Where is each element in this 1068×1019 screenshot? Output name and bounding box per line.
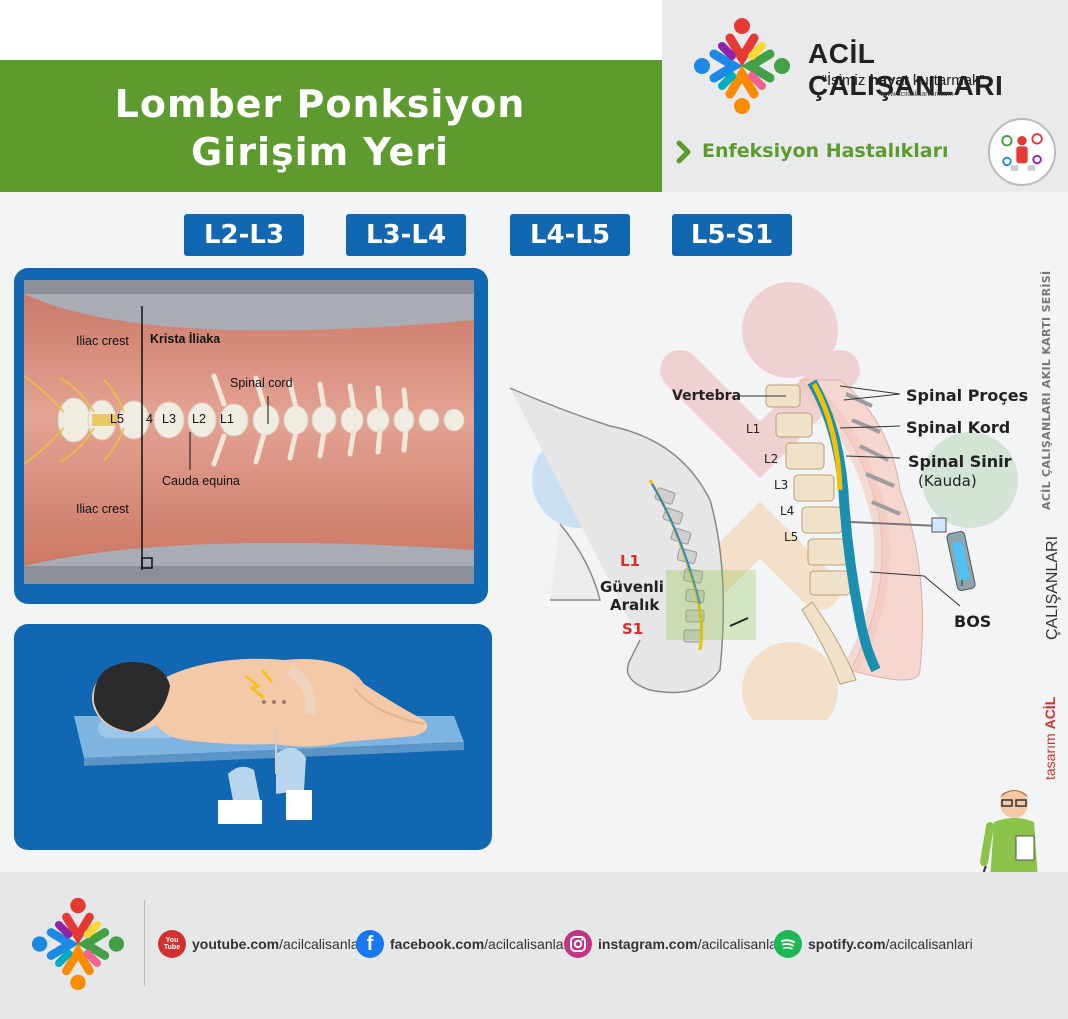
- infection-category-icon: [988, 118, 1056, 186]
- instagram-link[interactable]: instagram.com/acilcalisanlari: [564, 929, 785, 959]
- design-brand-bold: ACİL: [1042, 696, 1058, 730]
- diagram-label-kauda: (Kauda): [918, 472, 977, 490]
- photo-label-l4: 4: [146, 412, 153, 426]
- series-vertical-label: ACİL ÇALIŞANLARI AKIL KARTI SERİSİ: [1040, 270, 1053, 510]
- back-anatomy-illustration: [24, 280, 474, 584]
- design-brand-rest: ÇALIŞANLARI: [1044, 535, 1061, 640]
- youtube-link[interactable]: You Tube youtube.com/acilcalisanlari: [158, 929, 366, 959]
- diagram-label-l1: L1: [746, 422, 761, 436]
- footer-divider: [144, 900, 145, 986]
- brand-logo-icon: [694, 18, 790, 114]
- level-tag-l5-s1: L5-S1: [672, 214, 792, 256]
- level-tag-l4-l5: L4-L5: [510, 214, 630, 256]
- instagram-link-text: instagram.com/acilcalisanlari: [598, 936, 785, 952]
- spine-diagram: L1 Güvenli Aralık S1 Vertebra L1 L2 L3 L…: [500, 270, 1030, 738]
- diagram-label-s1-red: S1: [622, 620, 644, 638]
- brand-name: ACİL ÇALIŞANLARI: [808, 38, 1004, 101]
- design-prefix: tasarım: [1042, 733, 1058, 780]
- photo-label-l5: L5: [110, 412, 124, 426]
- diagram-label-l4: L4: [780, 504, 795, 518]
- title-band: [0, 60, 662, 192]
- diagram-label-l2: L2: [764, 452, 779, 466]
- diagram-label-l5: L5: [784, 530, 799, 544]
- facebook-icon: f: [356, 930, 384, 958]
- diagram-label-safe-interval-2: Aralık: [610, 596, 660, 614]
- diagram-label-bos: BOS: [954, 612, 992, 631]
- instagram-icon: [564, 930, 592, 958]
- spotify-link[interactable]: spotify.com/acilcalisanlari: [774, 929, 973, 959]
- patient-position-panel: [14, 624, 492, 850]
- motto-post: kurtarmak”: [908, 72, 985, 89]
- photo-label-iliac-crest-bottom: Iliac crest: [76, 502, 129, 516]
- diagram-label-spinal-kord: Spinal Kord: [906, 418, 1011, 437]
- facebook-link-text: facebook.com/acilcalisanlari: [390, 936, 572, 952]
- photo-label-l1: L1: [220, 412, 234, 426]
- category-label: Enfeksiyon Hastalıkları: [702, 140, 949, 162]
- design-credit: tasarım ACİL: [1042, 697, 1058, 780]
- facebook-link[interactable]: f facebook.com/acilcalisanlari: [356, 929, 571, 959]
- back-anatomy-photo: Iliac crest Krista İliaka Spinal cord L5…: [24, 280, 474, 584]
- brand-motto: “İşimiz hayat kurtarmak”: [822, 72, 985, 89]
- diagram-label-l3: L3: [774, 478, 789, 492]
- patient-position-illustration: [74, 658, 464, 824]
- diagram-label-vertebra: Vertebra: [672, 388, 742, 404]
- photo-label-spinal-cord: Spinal cord: [230, 376, 293, 390]
- chevron-right-icon: [676, 140, 691, 164]
- level-tag-l3-l4: L3-L4: [346, 214, 466, 256]
- photo-label-krista-iliaka: Krista İliaka: [150, 332, 221, 346]
- spotify-icon: [774, 930, 802, 958]
- level-tag-l2-l3: L2-L3: [184, 214, 304, 256]
- motto-pre: “İşimiz: [822, 72, 870, 89]
- diagram-label-l1-red: L1: [620, 552, 640, 570]
- diagram-label-safe-interval-1: Güvenli: [600, 578, 664, 596]
- diagram-label-spinal-proces: Spinal Proçes: [906, 386, 1029, 405]
- title-line-1: Lomber Ponksiyon: [114, 82, 526, 126]
- photo-label-cauda-equina: Cauda equina: [162, 474, 240, 488]
- photo-label-iliac-crest-top: Iliac crest: [76, 334, 129, 348]
- photo-label-l2: L2: [192, 412, 206, 426]
- spotify-link-text: spotify.com/acilcalisanlari: [808, 936, 973, 952]
- youtube-link-text: youtube.com/acilcalisanlari: [192, 936, 367, 952]
- title-line-2: Girişim Yeri: [190, 130, 450, 174]
- footer-logo-icon: [31, 897, 125, 991]
- photo-label-l3: L3: [162, 412, 176, 426]
- page-title: Lomber Ponksiyon Girişim Yeri: [40, 80, 600, 176]
- motto-bold: hayat: [869, 72, 909, 89]
- spine-diagram-illustration: [509, 282, 1018, 738]
- youtube-icon: You Tube: [158, 930, 186, 958]
- diagram-label-spinal-sinir: Spinal Sinir: [908, 452, 1012, 471]
- brand-url: www.acilcalisanlari.com: [880, 91, 954, 98]
